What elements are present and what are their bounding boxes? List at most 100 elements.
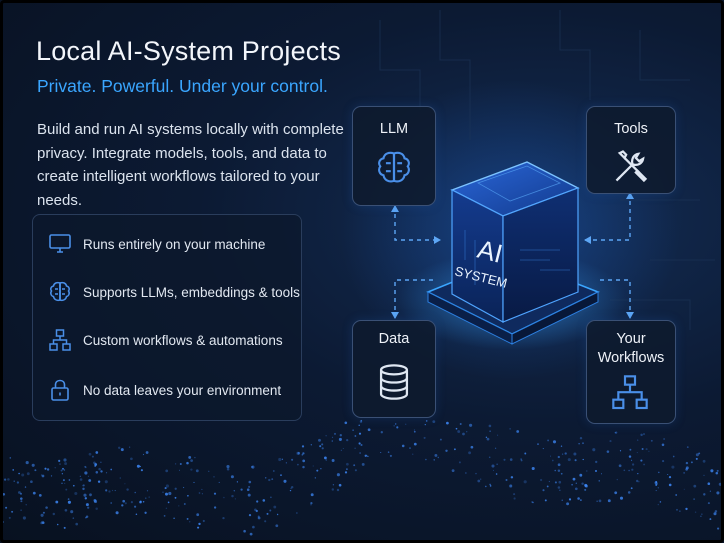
node-data: Data xyxy=(352,320,436,418)
wave-dot xyxy=(662,460,665,463)
wave-dot xyxy=(468,451,472,455)
wave-dot xyxy=(82,487,85,491)
wave-dot xyxy=(135,513,138,515)
wave-dot xyxy=(296,512,298,514)
wave-dot xyxy=(623,469,626,472)
wave-dot xyxy=(252,525,255,529)
wave-dot xyxy=(213,506,217,509)
wave-dot xyxy=(367,455,369,458)
wave-dot xyxy=(668,483,672,487)
wave-dot xyxy=(557,469,561,472)
wave-dot xyxy=(226,465,230,469)
wave-dot xyxy=(100,461,102,463)
wave-dot xyxy=(477,479,481,483)
brain-icon xyxy=(378,151,410,183)
wave-dot xyxy=(139,500,142,503)
wave-dot xyxy=(270,496,272,499)
wave-dot xyxy=(45,506,48,509)
wave-dot xyxy=(631,459,633,461)
wave-dot xyxy=(24,486,27,488)
wave-dot xyxy=(579,473,583,477)
wave-dot xyxy=(111,489,114,492)
wave-dot xyxy=(332,484,335,486)
wave-dot xyxy=(709,518,712,521)
wave-dot xyxy=(661,443,665,447)
wave-dot xyxy=(619,450,622,452)
wave-dot xyxy=(425,420,428,422)
wave-dot xyxy=(354,469,357,472)
wave-dot xyxy=(658,471,660,474)
wave-dot xyxy=(89,493,92,497)
wave-dot xyxy=(676,508,678,511)
wave-dot xyxy=(615,431,618,434)
wave-dot xyxy=(409,447,411,450)
wave-dot xyxy=(61,473,64,475)
wave-dot xyxy=(561,499,563,501)
wave-dot xyxy=(557,463,561,467)
wave-dot xyxy=(715,471,719,475)
wave-dot xyxy=(310,504,312,506)
wave-dot xyxy=(105,489,108,492)
wave-dot xyxy=(63,469,66,471)
wave-dot xyxy=(631,468,634,471)
wave-dot xyxy=(268,478,271,482)
wave-dot xyxy=(194,456,196,459)
wave-dot xyxy=(695,453,699,457)
wave-dot xyxy=(432,420,436,424)
wave-dot xyxy=(539,478,543,482)
node-tools: Tools xyxy=(586,106,676,194)
wave-dot xyxy=(331,436,334,438)
wave-dot xyxy=(262,499,266,502)
wave-dot xyxy=(721,480,724,482)
wave-dot xyxy=(301,454,304,456)
wave-dot xyxy=(291,486,294,489)
wave-dot xyxy=(485,436,488,438)
wave-dot xyxy=(105,472,108,474)
wave-dot xyxy=(62,467,64,470)
wave-dot xyxy=(187,494,189,497)
wave-dot xyxy=(532,501,534,504)
wave-dot xyxy=(285,462,287,464)
wave-dot xyxy=(509,484,513,488)
wave-dot xyxy=(580,499,582,501)
wave-dot xyxy=(459,423,462,425)
wave-dot xyxy=(297,463,299,466)
wave-dot xyxy=(41,474,45,478)
wave-dot xyxy=(338,483,342,487)
wave-dot xyxy=(346,438,349,442)
wave-dot xyxy=(42,521,45,525)
wave-dot xyxy=(520,459,523,462)
wave-dot xyxy=(513,497,516,500)
wave-dot xyxy=(509,484,513,488)
wave-dot xyxy=(387,451,390,453)
wave-dot xyxy=(638,481,640,483)
wave-dot xyxy=(358,442,361,445)
page-description: Build and run AI systems locally with co… xyxy=(37,121,344,209)
wave-dot xyxy=(655,482,658,486)
wave-dot xyxy=(558,480,562,484)
wave-dot xyxy=(475,472,477,475)
wave-dot xyxy=(85,516,87,519)
wave-dot xyxy=(234,498,237,500)
wave-dot xyxy=(496,463,498,465)
wave-dot xyxy=(310,444,312,446)
wave-dot xyxy=(716,491,720,495)
wave-dot xyxy=(301,445,305,448)
wave-dot xyxy=(174,487,177,490)
wave-dot xyxy=(272,470,275,472)
wave-dot xyxy=(716,469,719,472)
wave-dot xyxy=(614,491,618,495)
wave-dot xyxy=(702,459,706,463)
wave-dot xyxy=(659,501,662,503)
wave-dot xyxy=(40,513,44,517)
wave-dot xyxy=(574,487,578,491)
wave-dot xyxy=(571,483,573,486)
wave-dot xyxy=(509,428,511,430)
wave-dot xyxy=(361,462,365,466)
wave-dot xyxy=(600,473,603,475)
wave-dot xyxy=(94,465,97,467)
wave-dot xyxy=(201,493,203,495)
feature-item-llms: Supports LLMs, embeddings & tools xyxy=(47,277,300,307)
wave-dot xyxy=(643,433,645,435)
wave-dot xyxy=(503,458,506,461)
